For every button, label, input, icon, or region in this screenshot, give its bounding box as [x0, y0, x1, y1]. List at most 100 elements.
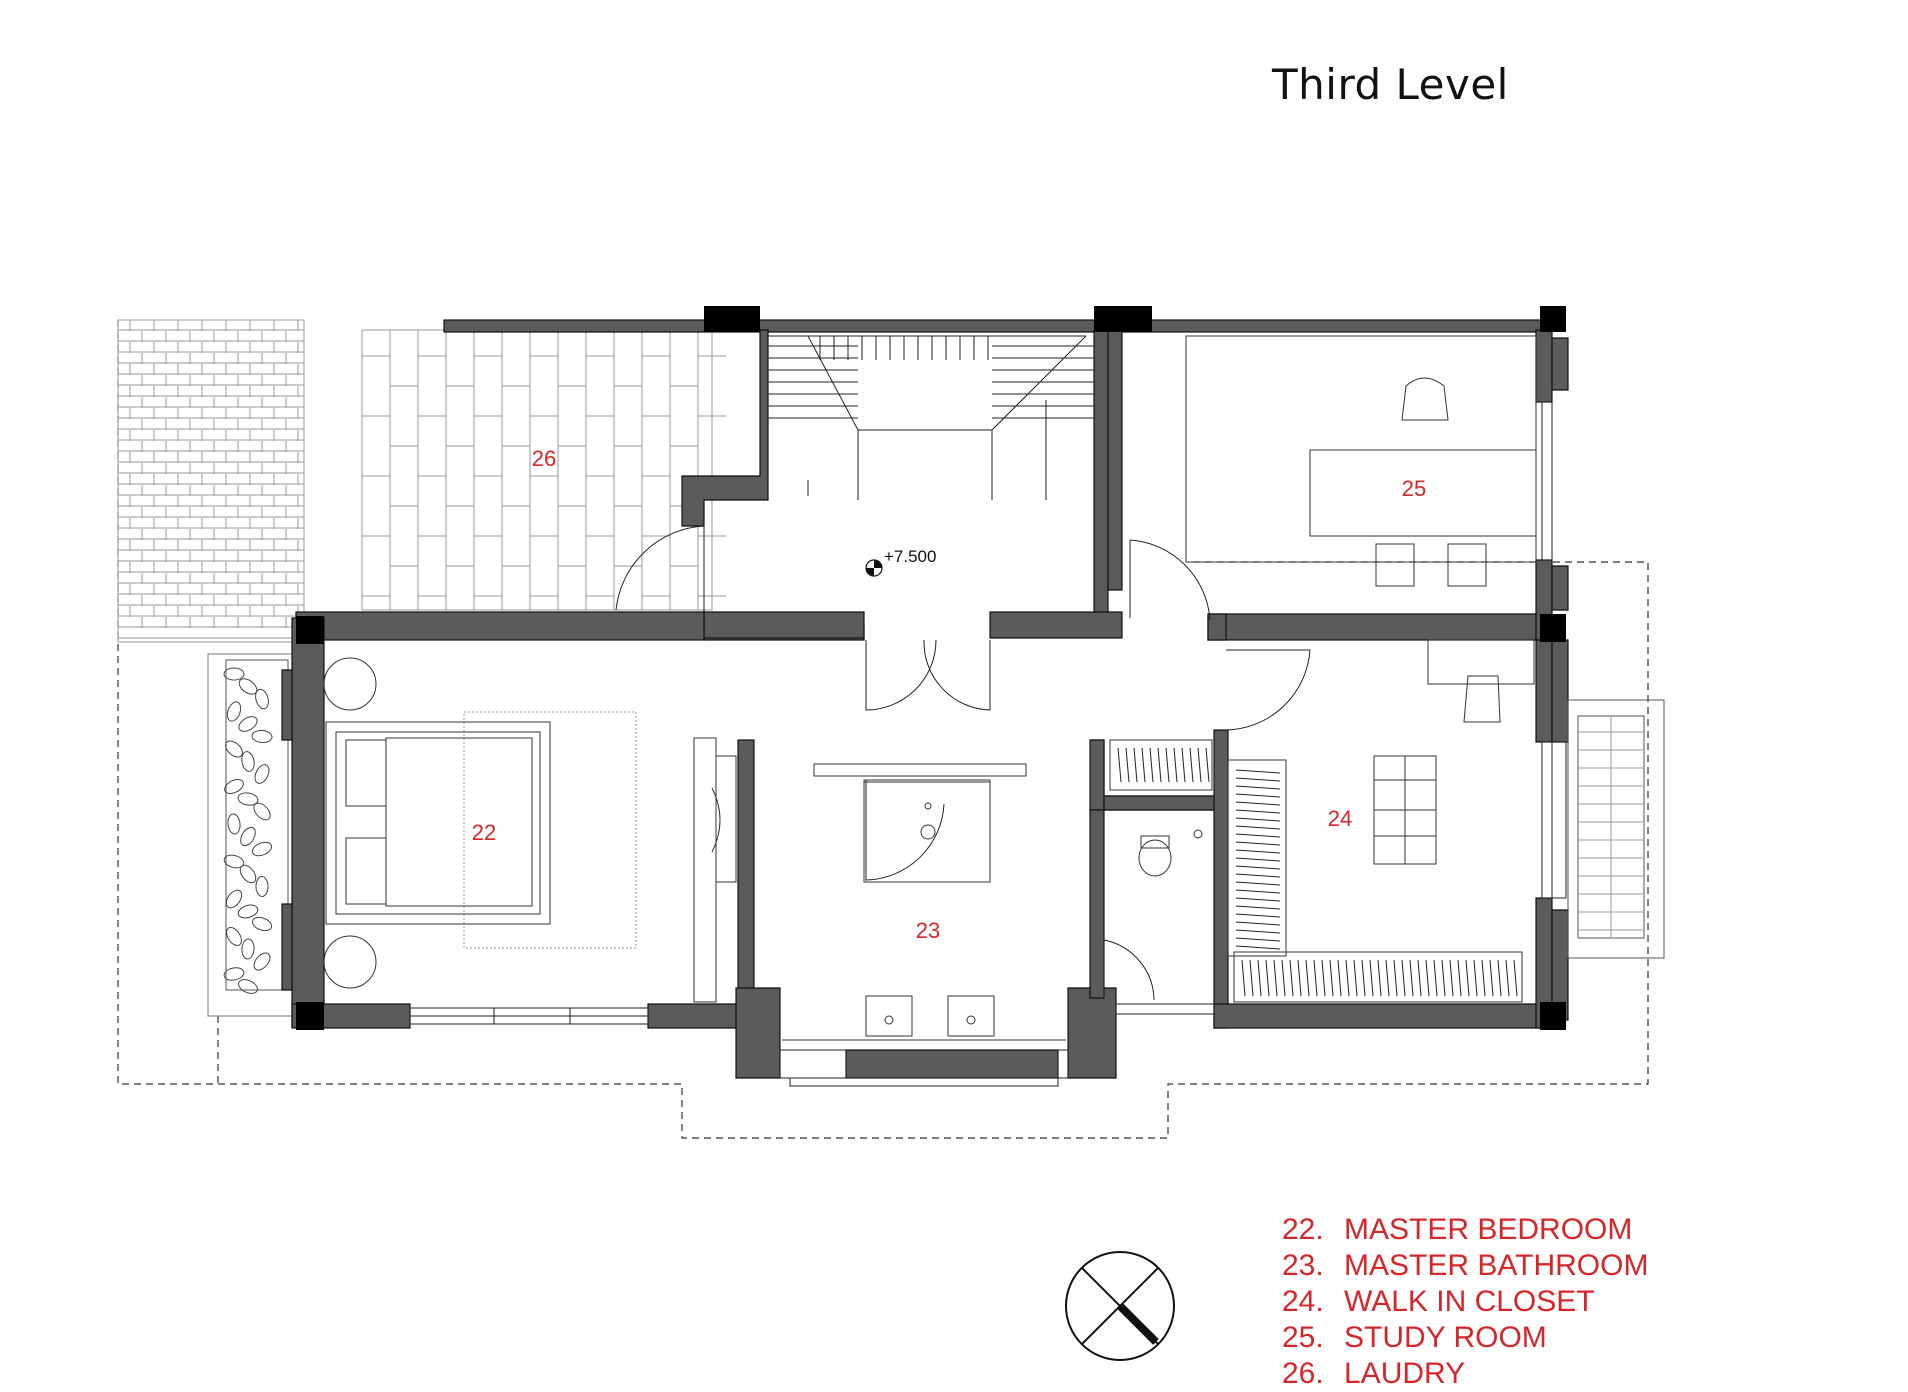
legend-name: STUDY ROOM [1344, 1321, 1547, 1354]
legend-item: 22.MASTER BEDROOM [1282, 1212, 1648, 1248]
bedroom-furniture [323, 657, 737, 1003]
hatch-line [1289, 959, 1294, 997]
north-arrow-icon [1065, 1251, 1175, 1361]
hatch-line [1235, 825, 1281, 830]
leaf [225, 889, 243, 909]
room-legend: 22.MASTER BEDROOM 23.MASTER BATHROOM 24.… [1282, 1212, 1648, 1392]
bathroom-fixtures [782, 763, 1203, 1041]
hatch-line [1235, 849, 1281, 854]
legend-item: 24.WALK IN CLOSET [1282, 1284, 1648, 1320]
hatch-line [1337, 959, 1342, 997]
hatch-line [1273, 959, 1278, 997]
room-label-24: 24 [1328, 806, 1352, 831]
leaf [237, 792, 259, 806]
hatch-line [1497, 959, 1502, 997]
laundry-floor-tiles [361, 329, 726, 611]
leaf [253, 952, 271, 971]
leaf [253, 802, 271, 821]
hatch-line [1369, 959, 1374, 997]
leaf [224, 778, 244, 795]
leaf [223, 854, 245, 869]
hatch-line [1141, 747, 1146, 783]
hatch-line [1117, 747, 1122, 783]
hatch-line [1393, 959, 1398, 997]
leaf [241, 751, 255, 772]
leaf [223, 967, 245, 981]
hatch-line [1235, 841, 1281, 846]
leaf [238, 979, 258, 994]
walls [281, 319, 1569, 1079]
hatch-line [1235, 865, 1281, 870]
leaf [251, 841, 273, 857]
hatch-line [1401, 959, 1406, 997]
columns [296, 306, 1566, 1030]
leaf [237, 904, 259, 919]
hatch-line [1313, 959, 1318, 997]
leaf [238, 716, 258, 732]
legend-name: MASTER BEDROOM [1344, 1213, 1633, 1246]
level-marker-icon [865, 559, 883, 577]
hatch-line [1235, 897, 1281, 902]
hatch-line [1449, 959, 1454, 997]
doors [615, 525, 1311, 1001]
leaf [226, 926, 242, 947]
hatch-line [1465, 959, 1470, 997]
hatch-line [1409, 959, 1414, 997]
hatch-line [1133, 747, 1138, 783]
hatch-line [1235, 929, 1281, 934]
elevation-label: +7.500 [884, 547, 936, 566]
legend-name: WALK IN CLOSET [1344, 1285, 1595, 1318]
room-label-22: 22 [472, 820, 496, 845]
room-label-23: 23 [916, 918, 940, 943]
leaf [255, 876, 269, 897]
hatch-line [1489, 959, 1494, 997]
hatch-line [1235, 857, 1281, 862]
hatch-line [1235, 881, 1281, 886]
legend-item: 26.LAUDRY [1282, 1356, 1648, 1392]
hatch-line [1235, 889, 1281, 894]
hatch-line [1481, 959, 1486, 997]
leaf [254, 764, 270, 784]
room-label-25: 25 [1402, 476, 1426, 501]
hatch-line [1433, 959, 1438, 997]
leaf [240, 826, 256, 847]
hatch-line [1505, 959, 1510, 997]
leaf [239, 864, 257, 884]
page-title: Third Level [1272, 60, 1509, 109]
room-label-26: 26 [532, 446, 556, 471]
legend-number: 23. [1282, 1249, 1324, 1282]
hatch-line [1265, 959, 1270, 997]
hatch-line [1329, 959, 1334, 997]
hatch-line [1235, 777, 1281, 782]
hatch-line [1441, 959, 1446, 997]
hatch-line [1235, 913, 1281, 918]
hatch-line [1257, 959, 1262, 997]
leaf [226, 701, 242, 722]
hatch-line [1385, 959, 1390, 997]
study-furniture [1185, 335, 1537, 587]
roof-outline [117, 320, 1649, 1139]
hatch-line [1235, 873, 1281, 878]
windows [409, 401, 1567, 1087]
hatch-line [1281, 959, 1286, 997]
hatch-line [1235, 801, 1281, 806]
legend-item: 25. STUDY ROOM [1282, 1320, 1648, 1356]
hatch-line [1189, 747, 1194, 783]
legend-number: 25. [1282, 1321, 1324, 1354]
hatch-line [1235, 945, 1281, 950]
hatch-line [1353, 959, 1358, 997]
hatch-line [1235, 793, 1281, 798]
closet-racks [1109, 639, 1535, 1003]
stairs [768, 335, 1094, 500]
hatch-line [1249, 959, 1254, 997]
hatch-line [1425, 959, 1430, 997]
leaf [227, 813, 241, 835]
hatch-line [1235, 921, 1281, 926]
hatch-line [1235, 785, 1281, 790]
hatch-line [1457, 959, 1462, 997]
legend-item: 23.MASTER BATHROOM [1282, 1248, 1648, 1284]
hatch-line [1305, 959, 1310, 997]
hatch-line [1149, 747, 1154, 783]
leaf [225, 740, 243, 758]
legend-number: 26. [1282, 1357, 1324, 1390]
